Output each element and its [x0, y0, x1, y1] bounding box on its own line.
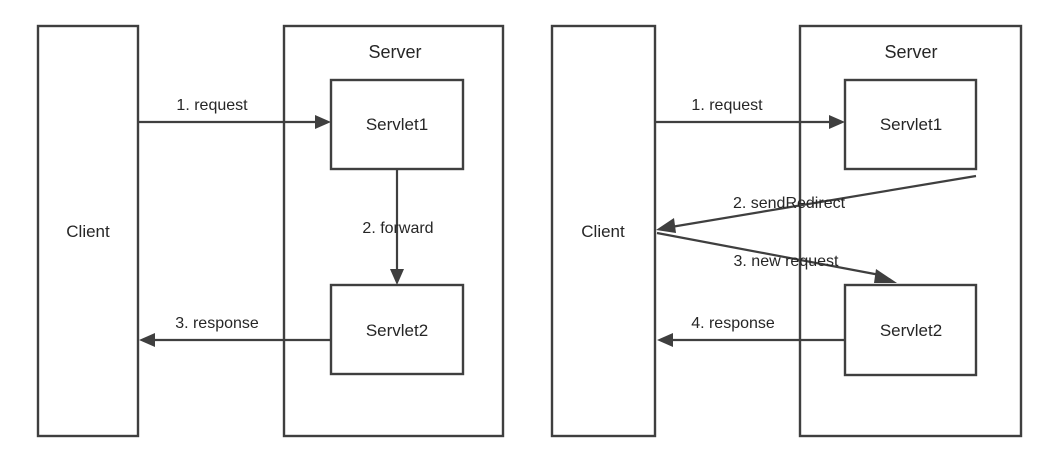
servlet2-label-forward: Servlet2 [366, 321, 428, 340]
server-label-redirect: Server [884, 42, 937, 62]
arrow-head-request-redirect [829, 115, 845, 129]
edge-line-newrequest-redirect [656, 231, 881, 277]
arrow-head-newrequest-redirect [874, 269, 897, 283]
arrow-head-forward-forward [390, 269, 404, 285]
client-label-forward: Client [66, 222, 110, 241]
arrow-head-sendredirect-redirect [656, 218, 676, 233]
edge-label-request-redirect: 1. request [691, 97, 763, 114]
edge-label-sendredirect-redirect: 2. sendRedirect [733, 195, 846, 212]
edge-label-request-forward: 1. request [176, 97, 248, 114]
client-container-redirect [550, 24, 657, 438]
forward-diagram: Client Server Servlet1 Servlet2 1. reque… [36, 24, 505, 438]
arrow-head-request-forward [315, 115, 331, 129]
edge-line-sendredirect-redirect [670, 174, 977, 229]
edge-label-response-redirect: 4. response [691, 315, 775, 332]
servlet2-box-redirect [843, 283, 978, 377]
servlet2-box-forward [329, 283, 465, 376]
edge-label-response-forward: 3. response [175, 315, 259, 332]
servlet1-label-forward: Servlet1 [366, 115, 428, 134]
servlet1-label-redirect: Servlet1 [880, 115, 942, 134]
client-label-redirect: Client [581, 222, 625, 241]
client-container-forward [36, 24, 140, 438]
edge-label-forward-forward: 2. forward [362, 220, 433, 237]
arrow-head-response-forward [139, 333, 155, 347]
edge-label-newrequest-redirect: 3. new request [734, 253, 840, 270]
redirect-diagram: Client Server Servlet1 Servlet2 1. reque… [550, 24, 1023, 438]
server-label-forward: Server [368, 42, 421, 62]
servlet2-label-redirect: Servlet2 [880, 321, 942, 340]
servlet1-box-redirect [843, 78, 978, 171]
arrow-head-response-redirect [657, 333, 673, 347]
